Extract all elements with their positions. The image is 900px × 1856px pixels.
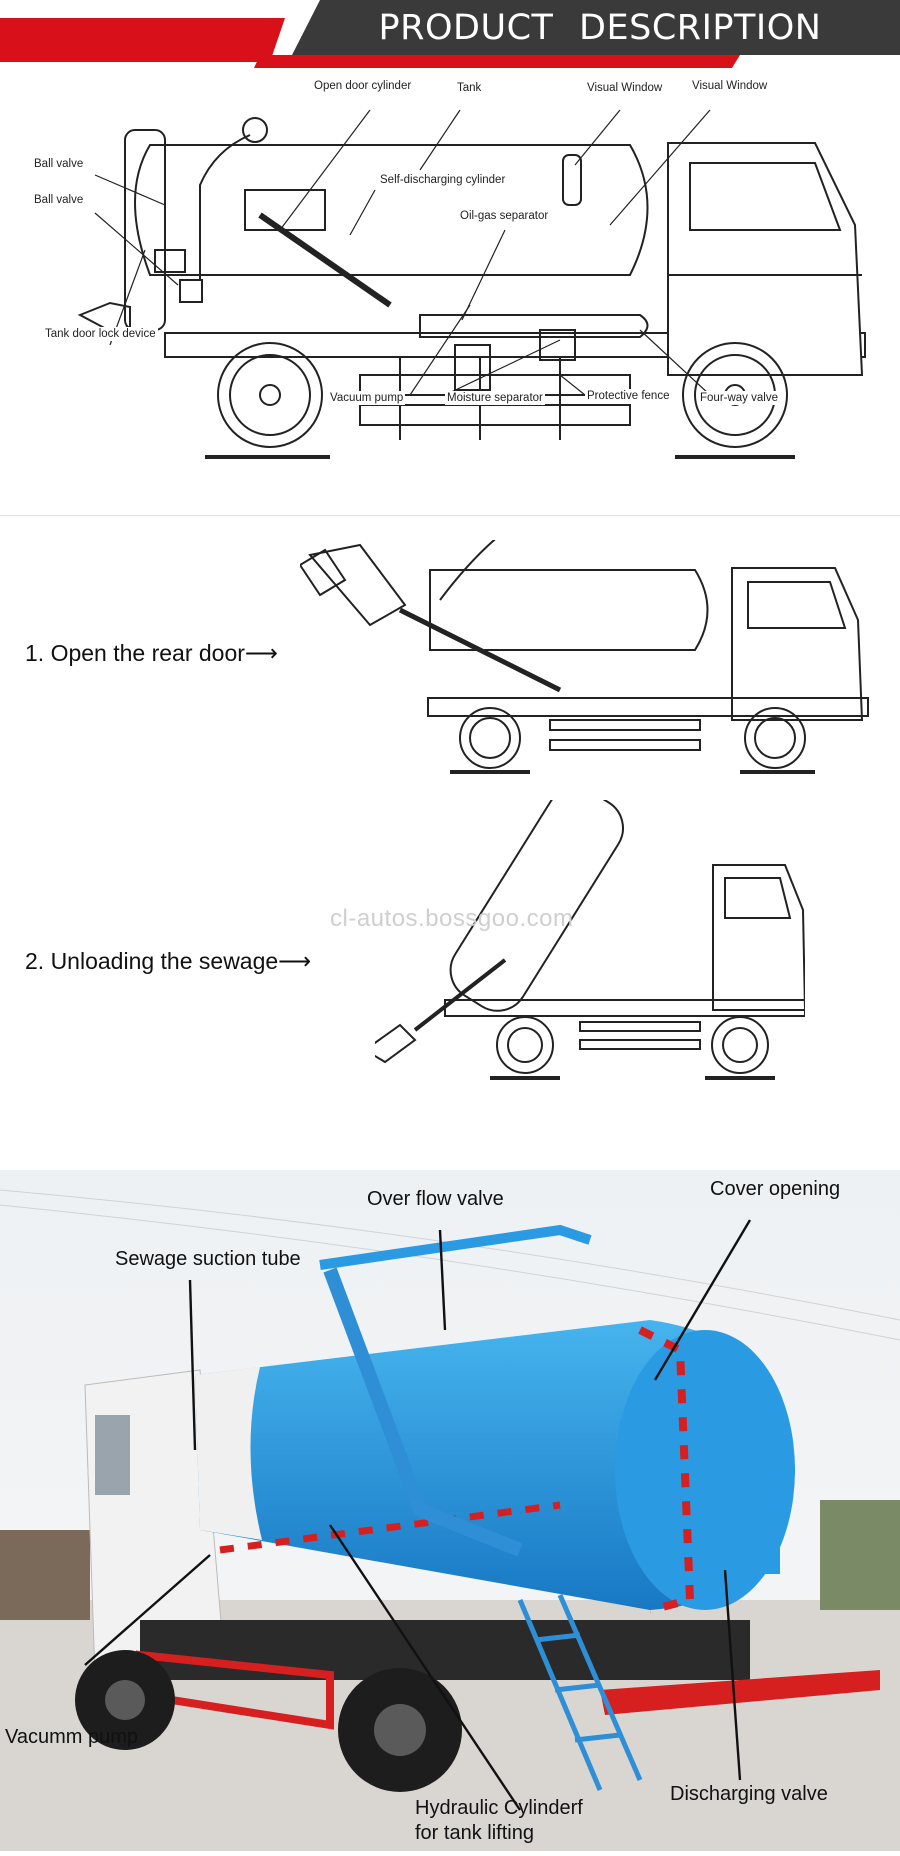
- truck-photo-illustration: [0, 1170, 900, 1851]
- page-title: PRODUCT DESCRIPTION: [378, 7, 822, 48]
- label-tank-door-lock-device: Tank door lock device: [43, 327, 158, 341]
- vacuum-truck-schematic: Open door cylinder Tank Visual Window Vi…: [0, 75, 900, 515]
- label-self-discharging-cylinder: Self-discharging cylinder: [378, 173, 508, 187]
- header-banner: PRODUCT DESCRIPTION: [0, 0, 900, 70]
- step2-diagram: [363, 786, 807, 1090]
- label-oil-gas-separator: Oil-gas separator: [458, 209, 551, 223]
- label-tank: Tank: [455, 81, 484, 95]
- label-cover-opening: Cover opening: [710, 1178, 841, 1200]
- label-hydraulic-cylinder: Hydraulic Cylinderf: [415, 1797, 583, 1819]
- label-four-way-valve: Four-way valve: [698, 391, 780, 405]
- section-divider: [0, 515, 900, 516]
- step1-label: 1. Open the rear door⟶: [25, 640, 278, 666]
- banner-graphic: [0, 0, 900, 68]
- step1-diagram: [298, 534, 880, 785]
- step2-drawing: [363, 786, 807, 1080]
- step2-label: 2. Unloading the sewage⟶: [25, 948, 312, 974]
- label-discharging-valve: Discharging valve: [670, 1783, 828, 1805]
- label-protective-fence: Protective fence: [585, 389, 672, 403]
- label-visual-window-2: Visual Window: [690, 79, 770, 93]
- label-vacumm-pump: Vacumm pump: [5, 1726, 139, 1748]
- label-open-door-cylinder: Open door cylinder: [312, 79, 414, 93]
- label-tank-lifting: for tank lifting: [415, 1822, 534, 1844]
- step1-drawing: [298, 534, 869, 774]
- label-visual-window-1: Visual Window: [585, 81, 665, 95]
- label-over-flow-valve: Over flow valve: [367, 1188, 504, 1210]
- label-vacuum-pump: Vacuum pump: [328, 391, 406, 405]
- watermark: cl-autos.bossgoo.com: [330, 905, 574, 932]
- schematic-drawing: [77, 109, 866, 459]
- label-moisture-separator: Moisture separator: [445, 391, 545, 405]
- label-sewage-suction-tube: Sewage suction tube: [115, 1248, 301, 1270]
- label-ball-valve-2: Ball valve: [32, 193, 86, 207]
- truck-photo: Over flow valve Cover opening Sewage suc…: [0, 1170, 900, 1851]
- label-ball-valve-1: Ball valve: [32, 157, 86, 171]
